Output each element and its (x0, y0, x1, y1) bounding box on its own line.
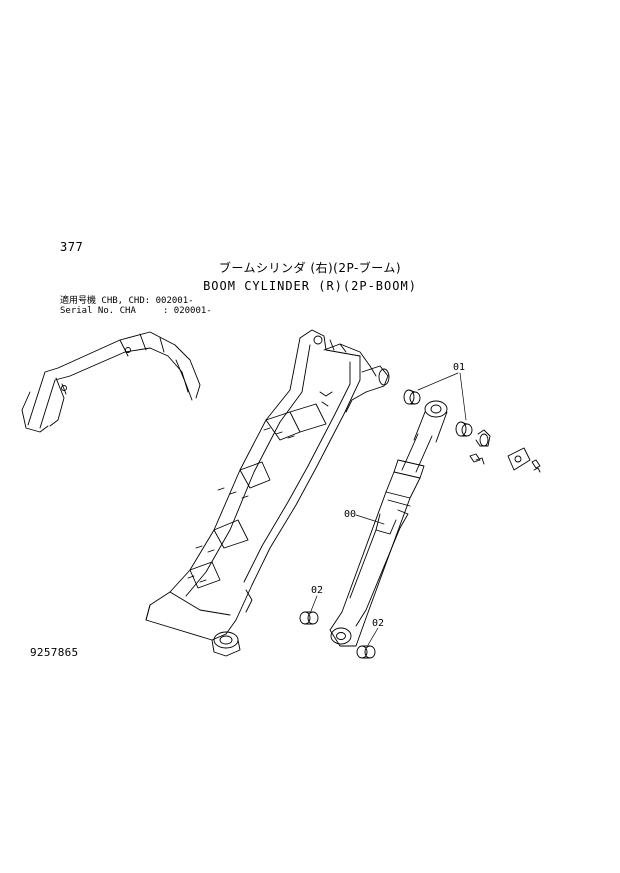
boom-cylinder (329, 400, 448, 647)
title-japanese: ブームシリンダ (右)(2P-ブーム) (218, 261, 402, 275)
serial-applicability: 適用号機 CHB, CHD: 002001- Serial No. CHA : … (60, 296, 212, 316)
bushing-01-left (403, 389, 421, 405)
pin-plate-assembly (469, 429, 541, 473)
boom-body (145, 329, 390, 657)
bushing-02-right (356, 645, 376, 659)
title-english: BOOM CYLINDER (R)(2P-BOOM) (203, 279, 417, 293)
page-number: 377 (60, 240, 84, 254)
serial-row-2: Serial No. CHA : 020001- (60, 306, 212, 316)
locator-view (21, 331, 201, 433)
callout-02-left: 02 (311, 585, 323, 596)
bushing-01-right (455, 421, 473, 437)
leader-lines (310, 372, 467, 646)
serial-row-1: 適用号機 CHB, CHD: 002001- (60, 296, 194, 306)
callout-01: 01 (453, 362, 465, 373)
callout-00: 00 (344, 509, 356, 520)
bushing-02-left (299, 611, 319, 625)
document-number: 9257865 (30, 646, 79, 659)
callout-02-right: 02 (372, 618, 384, 629)
